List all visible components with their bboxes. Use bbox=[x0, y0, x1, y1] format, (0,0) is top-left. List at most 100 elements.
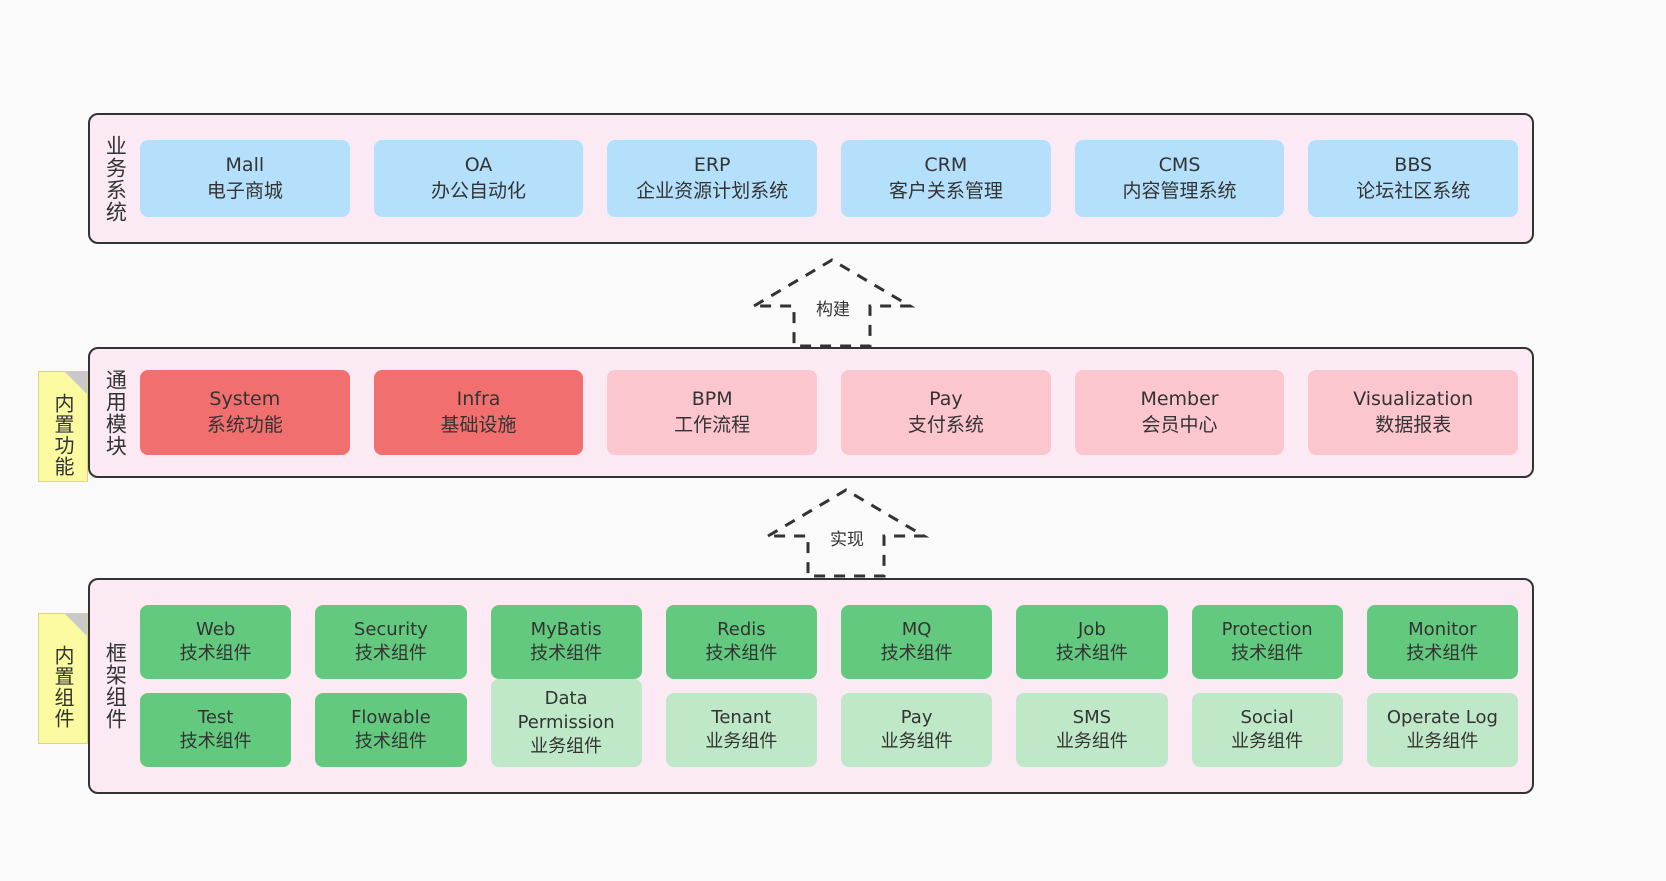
module-card-subtitle: 技术组件 bbox=[1406, 643, 1479, 664]
module-card-title: Job bbox=[1078, 619, 1106, 641]
note-builtin-component-label: 内置组件 bbox=[51, 644, 75, 729]
arrow-build: 构建 bbox=[748, 258, 916, 348]
module-card-title: Monitor bbox=[1408, 619, 1477, 641]
module-card-subtitle: 支付系统 bbox=[907, 413, 984, 436]
module-card-subtitle: 业务组件 bbox=[530, 735, 603, 757]
module-card-title: Flowable bbox=[351, 707, 431, 729]
module-card-subtitle: 业务组件 bbox=[880, 731, 953, 752]
note-fold-corner-icon bbox=[65, 372, 87, 394]
module-card-title: Tenant bbox=[711, 707, 772, 729]
module-card-subtitle: 业务组件 bbox=[705, 731, 778, 752]
module-card-title: BBS bbox=[1394, 154, 1433, 177]
layer-business-systems-label: 业务系统 bbox=[103, 134, 128, 223]
module-card-title: Mall bbox=[225, 154, 265, 177]
module-card-title: Web bbox=[196, 619, 236, 641]
module-card-subtitle: 内容管理系统 bbox=[1122, 179, 1237, 202]
module-card-title: OA bbox=[464, 154, 493, 177]
module-card-title: Member bbox=[1140, 388, 1219, 411]
module-card-subtitle: 技术组件 bbox=[530, 643, 603, 664]
note-builtin-function: 内置功能 bbox=[38, 371, 88, 482]
module-card-subtitle: 电子商城 bbox=[206, 179, 283, 202]
module-card-title: Data Permission bbox=[517, 688, 615, 734]
note-fold-corner-icon bbox=[65, 614, 87, 636]
arrow-implement-label: 实现 bbox=[828, 525, 866, 550]
module-card-subtitle: 业务组件 bbox=[1055, 731, 1128, 752]
module-card-subtitle: 客户关系管理 bbox=[888, 179, 1003, 202]
module-card-title: Visualization bbox=[1353, 388, 1474, 411]
module-card-subtitle: 论坛社区系统 bbox=[1356, 179, 1471, 202]
note-builtin-component: 内置组件 bbox=[38, 613, 88, 744]
module-card-subtitle: 技术组件 bbox=[354, 731, 427, 752]
module-card-subtitle: 基础设施 bbox=[440, 413, 517, 436]
module-card-title: ERP bbox=[693, 154, 731, 177]
module-card-title: MQ bbox=[901, 619, 932, 641]
module-card-title: CRM bbox=[924, 154, 968, 177]
module-card-title: Infra bbox=[456, 388, 501, 411]
module-card-subtitle: 技术组件 bbox=[179, 643, 252, 664]
module-card-subtitle: 系统功能 bbox=[206, 413, 283, 436]
module-card-title: Pay bbox=[929, 388, 963, 411]
module-card-title: Test bbox=[197, 707, 234, 729]
module-card-subtitle: 技术组件 bbox=[880, 643, 953, 664]
module-card-title: CMS bbox=[1158, 154, 1201, 177]
module-card-subtitle: 企业资源计划系统 bbox=[636, 179, 789, 202]
layer-framework-components-label: 框架组件 bbox=[103, 642, 128, 730]
arrow-build-label: 构建 bbox=[814, 295, 852, 320]
module-card-subtitle: 业务组件 bbox=[1231, 731, 1304, 752]
module-card-title: System bbox=[209, 388, 281, 411]
module-card-subtitle: 办公自动化 bbox=[431, 179, 527, 202]
module-card-subtitle: 会员中心 bbox=[1141, 413, 1218, 436]
module-card-title: Social bbox=[1240, 707, 1294, 729]
module-card-subtitle: 技术组件 bbox=[1055, 643, 1128, 664]
arrow-implement: 实现 bbox=[762, 488, 930, 578]
module-card-title: SMS bbox=[1072, 707, 1112, 729]
module-card-title: Protection bbox=[1221, 619, 1313, 641]
module-card-subtitle: 技术组件 bbox=[354, 643, 427, 664]
module-card-subtitle: 技术组件 bbox=[705, 643, 778, 664]
module-card-subtitle: 业务组件 bbox=[1406, 731, 1479, 752]
module-card-title: Pay bbox=[900, 707, 933, 729]
module-card-subtitle: 技术组件 bbox=[1231, 643, 1304, 664]
module-card-subtitle: 技术组件 bbox=[179, 731, 252, 752]
layer-common-modules-label: 通用模块 bbox=[103, 368, 128, 457]
module-card-title: Security bbox=[353, 619, 428, 641]
